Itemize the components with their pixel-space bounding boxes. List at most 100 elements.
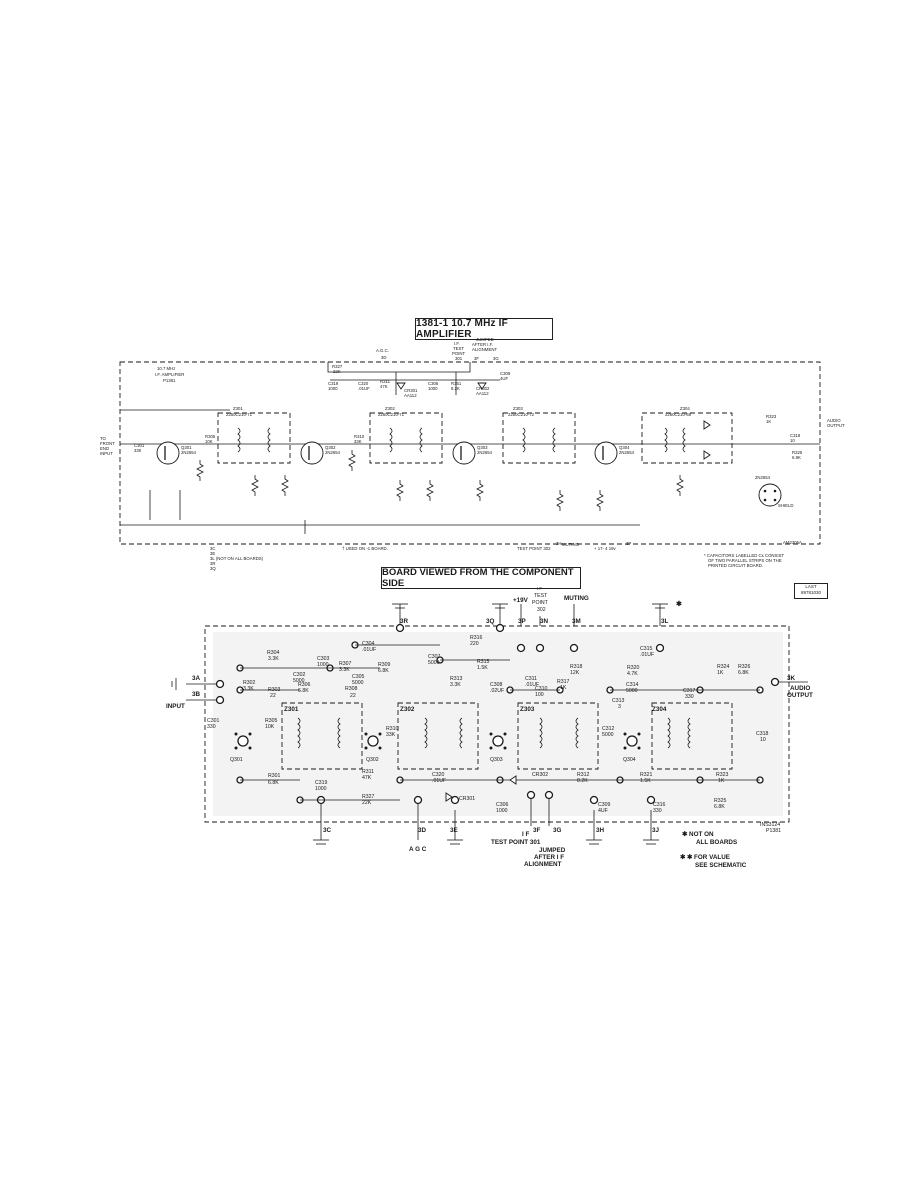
pin-3n: 3N: [540, 618, 549, 625]
plus19-note: + 17- 4 19v: [594, 546, 616, 551]
z303-outline: [517, 702, 599, 770]
c315-value: .01UF: [640, 652, 654, 658]
c303-label: C303: [317, 656, 330, 662]
z304-part: 2250C210-68: [665, 412, 692, 417]
revision-number: 89781030: [800, 590, 822, 595]
r315-value: 1.5K: [477, 665, 488, 671]
c320-board-label: C320: [432, 772, 445, 778]
c301-label: C301: [134, 443, 145, 448]
pin-3g: 3G: [553, 827, 562, 834]
c316-label: C316: [653, 802, 666, 808]
input-line3: END: [100, 446, 109, 451]
r310-label: R310: [354, 434, 365, 439]
tp302-line4: 302: [537, 607, 546, 613]
board-part-labels: R304 3.3K C304 .01UF C303 1000 R307 3.3K…: [207, 635, 769, 814]
c313-value: 3: [618, 704, 621, 710]
r317-label: R317: [557, 679, 570, 685]
c301-board-value: 330: [207, 724, 216, 730]
r301-value: 6.8K: [268, 780, 279, 786]
c309-board-label: C309: [598, 802, 611, 808]
cr301-board-icon: [445, 792, 453, 802]
c318-value: 10: [790, 438, 795, 443]
cr302-label: CR302: [476, 386, 490, 391]
r303-label: R303: [268, 687, 281, 693]
cr301-diode-icon: [396, 382, 406, 390]
r311-board-label: R311: [362, 769, 374, 775]
z302-outline: [397, 702, 479, 770]
q303-board-label: Q303: [490, 757, 503, 763]
r351-value: 8.2K: [451, 386, 460, 391]
r307-value: 3.3K: [339, 667, 350, 673]
tp301-line3: POINT: [452, 351, 466, 356]
r327-board-label: R327: [362, 794, 375, 800]
jumped-line3: ALIGNMENT: [472, 347, 497, 352]
r311-label: R311: [380, 379, 391, 384]
c306-board-label: C306: [496, 802, 509, 808]
r309-label: R309: [378, 662, 391, 668]
r310-value: 33K: [354, 439, 362, 444]
tp301-line4: 301: [455, 356, 463, 361]
tp302-line3: POINT: [532, 600, 549, 606]
r311-board-value: 47K: [362, 775, 372, 781]
jumped-board-line1: JUMPED: [539, 847, 566, 854]
r305-board-label: R305: [265, 718, 278, 724]
c307-value: 5000: [428, 660, 440, 666]
q301-part: 2N2654: [181, 450, 197, 455]
c319-value: 1000: [328, 386, 338, 391]
q303-label: Q303: [477, 445, 488, 450]
r315-label: R315: [477, 659, 490, 665]
c308-value: .02UF: [490, 688, 504, 694]
c310-label: C310: [535, 686, 548, 692]
q302-board-label: Q302: [366, 757, 379, 763]
c309-value: 4UF: [500, 376, 508, 381]
tp301-board-line1: I F: [522, 831, 529, 838]
r327-value: 22K: [333, 369, 341, 374]
c309-label: C309: [500, 371, 511, 376]
r324-value: 1K: [717, 670, 724, 676]
z301-board-label: Z301: [284, 706, 299, 713]
c317-value: 330: [685, 694, 694, 700]
board-layout: 3R 3Q 3P 3N 3M 3L +19V I F TEST POINT 30…: [166, 586, 813, 869]
pin-3m: 3M: [572, 618, 581, 625]
c312-value: 5000: [602, 732, 614, 738]
diode-lower-icon: [703, 450, 711, 460]
subtitle-line3: P1381: [163, 378, 176, 383]
r309-value: 6.8K: [378, 668, 389, 674]
z304-board-label: Z304: [652, 706, 667, 713]
pinout-part: 2N2654: [755, 475, 771, 480]
cr301-label: CR301: [404, 388, 418, 393]
r327-board-value: 22K: [362, 800, 372, 806]
caps-note-3: PRINTED CIRCUIT BOARD.: [708, 563, 763, 568]
drawing-number: AM2306A: [783, 540, 802, 545]
pin-3l-note: 3L (NOT ON ALL BOARDS): [210, 556, 264, 561]
revision-box: LAST 89781030: [794, 583, 828, 599]
pin-3k: 3K: [787, 675, 796, 682]
c301-value: 330: [134, 448, 142, 453]
c310-value: 100: [535, 692, 544, 698]
tp301-board-line2: TEST POINT 301: [491, 839, 541, 846]
r313-value: 3.3K: [450, 682, 461, 688]
pin-3d: 3D: [418, 827, 427, 834]
star-icon: ✱: [676, 600, 682, 608]
c314-value: 5000: [626, 688, 638, 694]
c318-board-label: C318: [756, 731, 769, 737]
q301-label: Q301: [181, 445, 192, 450]
c311-value: .01UF: [525, 682, 539, 688]
c318-label: C318: [790, 433, 801, 438]
r305-label: R305: [205, 434, 216, 439]
diode-upper-icon: [703, 420, 711, 430]
pin-3h: 3H: [596, 827, 605, 834]
r313-label: R313: [450, 676, 463, 682]
note-not-on-2: ALL BOARDS: [696, 839, 737, 846]
pin-3p: 3P: [518, 618, 526, 625]
c320-label: C320: [358, 381, 369, 386]
agc-pin-label: 3D: [381, 355, 387, 360]
r304-value: 3.3K: [268, 656, 279, 662]
c314-label: C314: [626, 682, 639, 688]
r308-label: R308: [345, 686, 358, 692]
pin-3e: 3E: [450, 827, 458, 834]
r312-value: 8.2K: [577, 778, 588, 784]
r310-board-label: R310: [386, 726, 399, 732]
jumped-line2: AFTER I.F.: [472, 342, 493, 347]
r307-label: R307: [339, 661, 352, 667]
